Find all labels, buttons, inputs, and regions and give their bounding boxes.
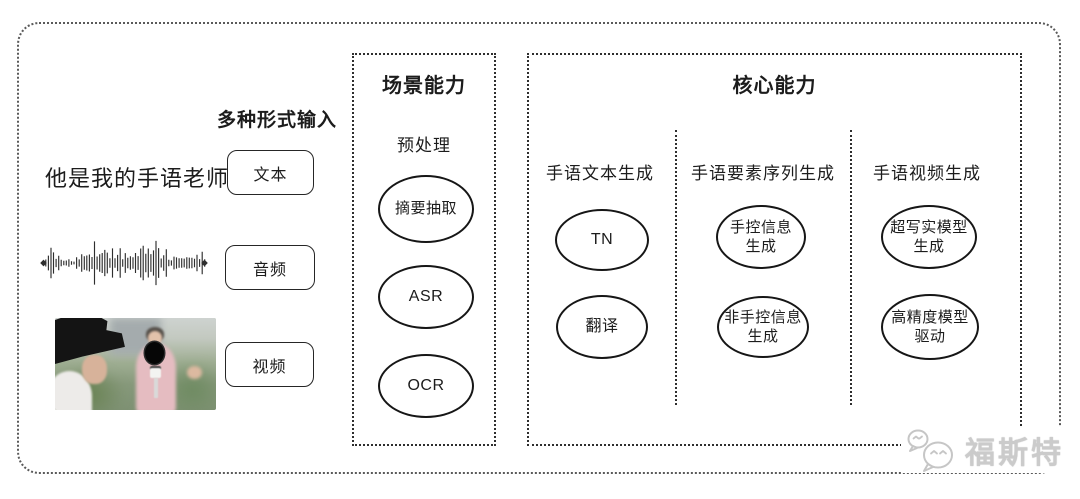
node-ocr: OCR (378, 354, 474, 418)
column-label-sign-element-sequence-generation: 手语要素序列生成 (691, 164, 835, 183)
node-tn-label: TN (590, 230, 614, 248)
scene-capability-title: 场景能力 (382, 75, 466, 97)
input-type-audio-label: 音频 (252, 261, 287, 279)
video-art-reporter-hand (187, 365, 202, 379)
video-art-microphone-handle (154, 377, 159, 399)
audio-waveform-icon (40, 240, 208, 286)
input-type-video-label: 视频 (252, 358, 287, 376)
input-type-text-label: 文本 (253, 166, 288, 184)
node-manual-info-generation: 手控信息生成 (716, 205, 806, 269)
watermark-text: 福斯特 (965, 437, 1064, 470)
column-label-sign-text-generation: 手语文本生成 (546, 164, 654, 183)
watermark: 福斯特 (901, 427, 1068, 473)
node-high-precision-model-driving: 高精度模型驱动 (881, 294, 979, 360)
video-art-camera-lens (145, 341, 165, 364)
core-capability-box: 核心能力 手语文本生成 手语要素序列生成 手语视频生成 TN 翻译 手控信息生成… (527, 53, 1022, 446)
input-section-title: 多种形式输入 (217, 110, 338, 131)
column-label-sign-video-generation: 手语视频生成 (873, 164, 981, 183)
preprocess-label: 预处理 (397, 136, 451, 155)
watermark-logo-icon (907, 429, 953, 472)
node-summary-extraction-label: 摘要抽取 (394, 200, 457, 218)
scene-capability-box: 场景能力 预处理 摘要抽取 ASR OCR (352, 53, 496, 446)
input-type-audio-box: 音频 (225, 245, 315, 290)
column-divider-2 (850, 130, 852, 405)
core-capability-title: 核心能力 (732, 75, 817, 97)
outer-border (17, 22, 1061, 474)
node-asr: ASR (378, 265, 474, 329)
node-summary-extraction: 摘要抽取 (378, 175, 474, 243)
node-non-manual-info-generation-label: 非手控信息生成 (724, 308, 802, 346)
node-manual-info-generation-label: 手控信息生成 (729, 218, 792, 256)
video-art-reporter-head (147, 330, 163, 345)
input-type-video-box: 视频 (225, 342, 314, 387)
node-translation-label: 翻译 (585, 317, 619, 335)
video-art-microphone (149, 365, 162, 378)
node-ocr-label: OCR (407, 376, 445, 394)
column-divider-1 (675, 130, 677, 405)
node-high-precision-model-driving-label: 高精度模型驱动 (891, 308, 969, 346)
node-hyperrealistic-model-generation-label: 超写实模型生成 (890, 218, 968, 256)
node-translation: 翻译 (556, 295, 648, 359)
node-hyperrealistic-model-generation: 超写实模型生成 (881, 205, 977, 269)
input-type-text-box: 文本 (227, 150, 314, 195)
node-non-manual-info-generation: 非手控信息生成 (717, 296, 809, 358)
node-asr-label: ASR (408, 287, 444, 305)
video-thumbnail (55, 318, 216, 410)
video-art-photographer-arm (82, 354, 107, 385)
sample-sentence: 他是我的手语老师 (45, 166, 230, 191)
node-tn: TN (555, 209, 649, 271)
